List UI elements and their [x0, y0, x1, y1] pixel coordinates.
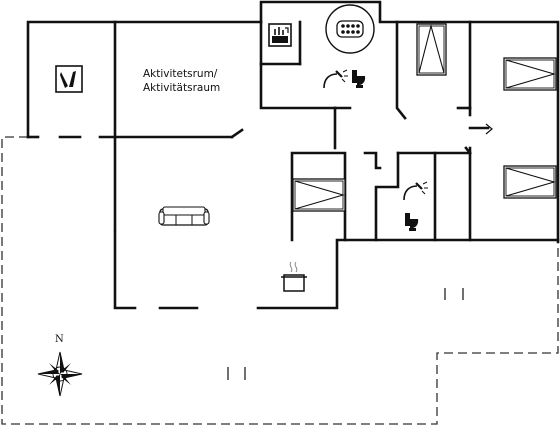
activity-room-label-line1: Aktivitetsrum/ [143, 68, 218, 80]
bed-icon [503, 165, 557, 199]
terrace-outline [1, 136, 559, 425]
sauna-icon [268, 23, 292, 47]
cooking-pot-icon [281, 261, 307, 292]
bed-icon [292, 178, 346, 212]
toilet-icon [405, 213, 419, 231]
sofa-icon [158, 206, 210, 226]
bed-icon [416, 23, 447, 76]
shower-icon [403, 181, 428, 201]
exterior-walls [26, 0, 560, 310]
activity-room-label-line2: Aktivitätsraum [143, 82, 220, 94]
compass-north-label: N [55, 334, 64, 345]
door-marks [464, 123, 493, 155]
bed-icon [503, 57, 557, 91]
toilet-icon [352, 70, 366, 88]
terrace-posts [227, 288, 464, 380]
bottles-icon [55, 65, 83, 93]
whirlpool-icon [325, 4, 375, 54]
compass-rose-icon [37, 351, 83, 397]
shower-icon [323, 69, 348, 89]
